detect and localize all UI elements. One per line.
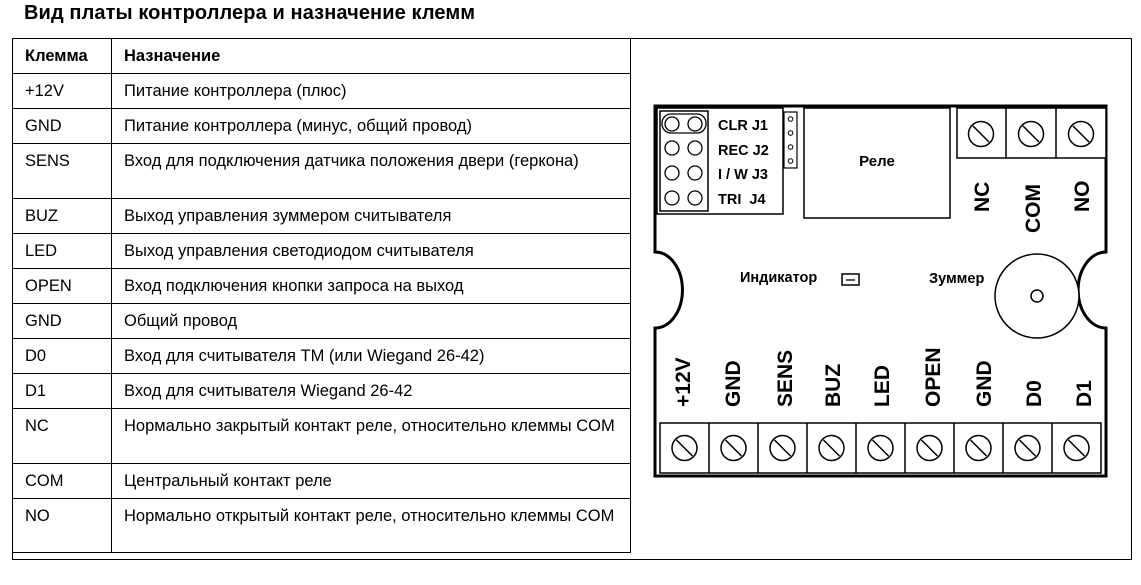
table-row: GND Общий провод <box>12 303 631 339</box>
bottom-terminal-block <box>659 422 1102 474</box>
terminal-purpose: Нормально открытый контакт реле, относит… <box>111 498 631 553</box>
terminal-label: LED <box>871 365 894 407</box>
relay-terminals <box>967 108 1095 158</box>
terminal-label: BUZ <box>822 364 845 407</box>
jumper-label: TRI J4 <box>718 192 766 208</box>
terminal-purpose: Вход подключения кнопки запроса на выход <box>111 268 631 304</box>
terminal-table: Клемма Назначение +12V Питание контролле… <box>12 38 631 553</box>
terminal-name: LED <box>12 233 112 269</box>
table-row: SENS Вход для подключения датчика положе… <box>12 143 631 199</box>
jumper-pins <box>661 113 707 206</box>
terminal-label: D0 <box>1023 380 1046 407</box>
screw-terminal <box>1014 434 1041 462</box>
table-row: BUZ Выход управления зуммером считывател… <box>12 198 631 234</box>
terminal-purpose: Выход управления зуммером считывателя <box>111 198 631 234</box>
terminal-purpose: Нормально закрытый контакт реле, относит… <box>111 408 631 464</box>
table-row: LED Выход управления светодиодом считыва… <box>12 233 631 269</box>
jumper-label: REC J2 <box>718 143 769 159</box>
table-row: NC Нормально закрытый контакт реле, отно… <box>12 408 631 464</box>
terminal-label: OPEN <box>922 347 945 407</box>
terminal-name: +12V <box>12 73 112 109</box>
relay-terminal-label: NC <box>971 182 994 212</box>
terminal-name: BUZ <box>12 198 112 234</box>
screw-terminal <box>965 434 992 462</box>
screw-terminal <box>818 434 845 462</box>
terminal-label: SENS <box>774 350 797 407</box>
buzzer-label: Зуммер <box>929 271 984 287</box>
terminal-purpose: Вход для считывателя TM (или Wiegand 26-… <box>111 338 631 374</box>
terminal-name: D0 <box>12 338 112 374</box>
relay-label: Реле <box>859 153 895 170</box>
terminal-purpose: Выход управления светодиодом считывателя <box>111 233 631 269</box>
terminal-name: NO <box>12 498 112 553</box>
buzzer-hole <box>1030 289 1044 303</box>
table-row: OPEN Вход подключения кнопки запроса на … <box>12 268 631 304</box>
screw-terminal <box>671 434 698 462</box>
connector-pins <box>787 116 794 164</box>
indicator-label: Индикатор <box>740 270 817 286</box>
screw-terminal <box>720 434 747 462</box>
relay-terminal-label: NO <box>1071 181 1094 213</box>
terminal-label: +12V <box>672 357 695 407</box>
terminal-purpose: Вход для подключения датчика положения д… <box>111 143 631 199</box>
screw-terminal <box>867 434 894 462</box>
table-header-row: Клемма Назначение <box>12 38 631 74</box>
jumper-label: I / W J3 <box>718 167 768 183</box>
table-row: GND Питание контроллера (минус, общий пр… <box>12 108 631 144</box>
jumper-label: CLR J1 <box>718 118 768 134</box>
screw-terminal <box>769 434 796 462</box>
terminal-name: GND <box>12 108 112 144</box>
table-row: D1 Вход для считывателя Wiegand 26-42 <box>12 373 631 409</box>
page-title: Вид платы контроллера и назначение клемм <box>24 2 476 24</box>
header-terminal: Клемма <box>12 38 112 74</box>
table-row: NO Нормально открытый контакт реле, отно… <box>12 498 631 553</box>
terminal-name: SENS <box>12 143 112 199</box>
terminal-label: GND <box>722 360 745 407</box>
terminal-purpose: Питание контроллера (минус, общий провод… <box>111 108 631 144</box>
relay-terminal-label: COM <box>1022 184 1045 233</box>
header-purpose: Назначение <box>111 38 631 74</box>
terminal-purpose: Вход для считывателя Wiegand 26-42 <box>111 373 631 409</box>
screw-terminal <box>1063 434 1090 462</box>
terminal-purpose: Общий провод <box>111 303 631 339</box>
small-connector <box>783 111 798 169</box>
terminal-name: COM <box>12 463 112 499</box>
terminal-name: OPEN <box>12 268 112 304</box>
terminal-label: GND <box>973 360 996 407</box>
terminal-label: D1 <box>1073 380 1096 407</box>
screw-terminal <box>916 434 943 462</box>
relay <box>803 107 951 219</box>
table-row: D0 Вход для считывателя TM (или Wiegand … <box>12 338 631 374</box>
